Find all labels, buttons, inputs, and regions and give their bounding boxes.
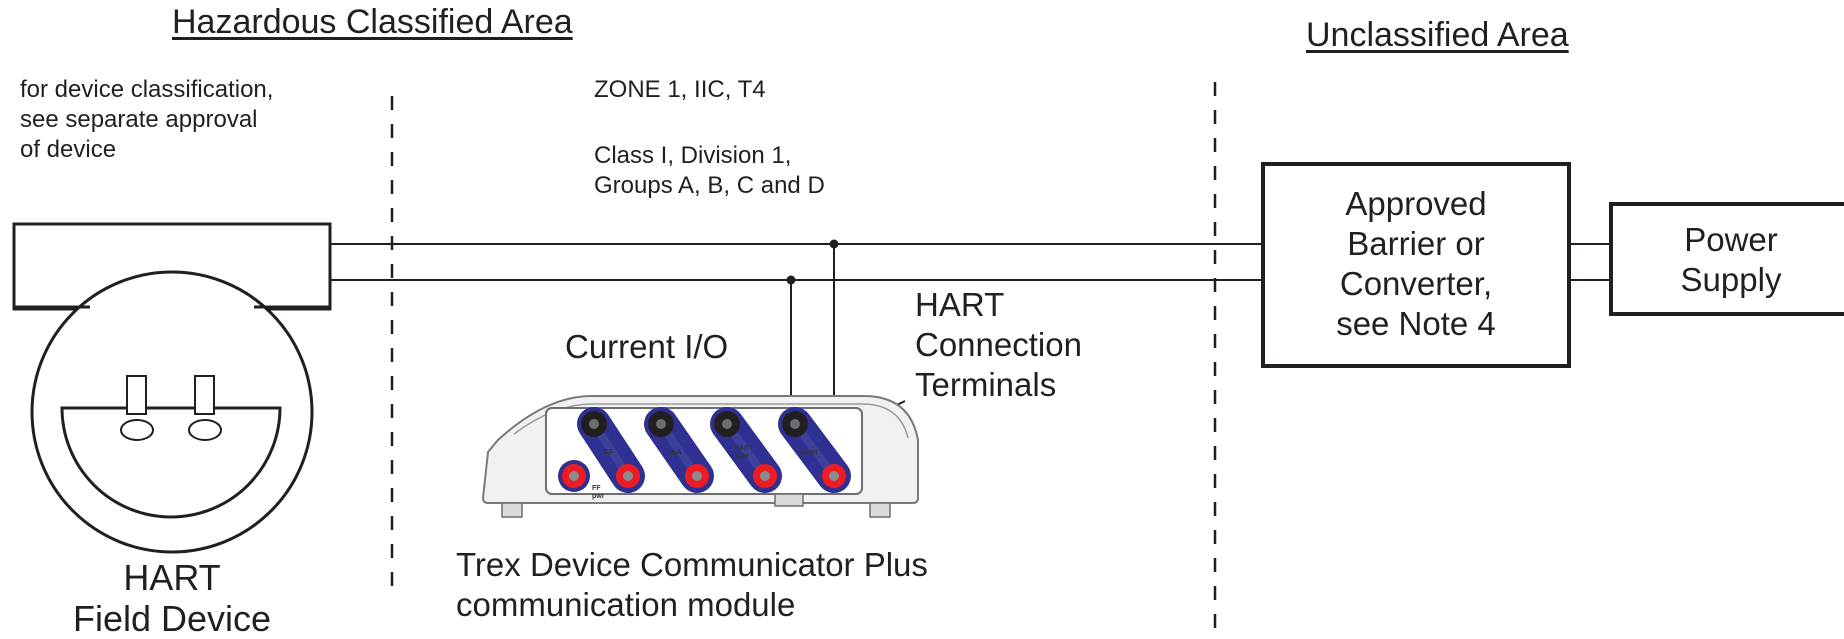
- label-line: Trex Device Communicator Plus: [456, 546, 928, 583]
- label-line: Converter,: [1339, 265, 1493, 302]
- terminal-center: [760, 471, 770, 481]
- label-line: HART: [915, 286, 1005, 323]
- label-line: Field Device: [72, 598, 272, 639]
- current-io-label: Current I/O: [565, 328, 729, 365]
- terminal-center: [829, 471, 839, 481]
- terminal-label-hart-pwr-1: HART: [734, 445, 754, 452]
- zone-rating: ZONE 1, IIC, T4: [594, 76, 766, 103]
- terminal-label-ff-pwr-1: FF: [592, 485, 601, 492]
- device-terminal-screw: [188, 419, 222, 441]
- module-foot: [501, 502, 523, 518]
- module-center-tab: [774, 493, 804, 507]
- junction-dot-upper: [829, 239, 839, 249]
- power-supply-label: Power Supply: [1611, 220, 1844, 300]
- note-line: see separate approval: [20, 106, 258, 133]
- label-line: Power: [1684, 221, 1778, 258]
- terminal-compartment: [60, 406, 282, 519]
- label-line: Supply: [1680, 261, 1782, 298]
- module-shell-edge: [513, 403, 909, 439]
- label-line: Approved: [1345, 185, 1487, 222]
- device-terminal-post: [126, 375, 147, 415]
- terminal-center: [790, 419, 800, 429]
- label-line: Barrier or: [1347, 225, 1485, 262]
- trex-communication-module: FF mA HART + pwr HART FF pwr: [481, 395, 919, 518]
- unclassified-area-title: Unclassified Area: [1306, 16, 1569, 54]
- power-supply-box: [1609, 202, 1844, 316]
- hart-field-device: [12, 222, 332, 554]
- module-foot: [869, 502, 891, 518]
- terminal-center: [656, 419, 666, 429]
- device-terminal-screw: [120, 419, 154, 441]
- hart-connection-terminals-label: HART Connection Terminals: [915, 285, 1082, 405]
- rating-line: Groups A, B, C and D: [594, 172, 825, 199]
- junction-dot-lower: [786, 275, 796, 285]
- terminal-center: [722, 419, 732, 429]
- terminal-center: [692, 471, 702, 481]
- field-device-label: HART Field Device: [62, 557, 282, 639]
- trex-module-label: Trex Device Communicator Plus communicat…: [456, 545, 928, 625]
- label-line: communication module: [456, 586, 796, 623]
- barrier-label: Approved Barrier or Converter, see Note …: [1263, 184, 1569, 344]
- label-line: see Note 4: [1336, 305, 1496, 342]
- note-line: of device: [20, 136, 117, 163]
- device-classification-note: for device classification, see separate …: [20, 75, 273, 165]
- note-line: for device classification,: [20, 76, 274, 103]
- class-division-rating: Class I, Division 1, Groups A, B, C and …: [594, 141, 825, 201]
- terminal-center: [623, 471, 633, 481]
- terminal-label-ff-pwr-2: pwr: [592, 493, 605, 500]
- device-terminal-post: [194, 375, 215, 415]
- approved-barrier-box: [1261, 162, 1571, 368]
- terminal-label-hart: HART: [799, 450, 819, 457]
- label-line: Terminals: [915, 366, 1057, 403]
- terminal-center: [569, 471, 579, 481]
- terminal-label-ma: mA: [669, 448, 682, 457]
- hazardous-area-title: Hazardous Classified Area: [172, 3, 573, 41]
- label-line: HART: [123, 557, 221, 598]
- rating-line: Class I, Division 1,: [594, 142, 792, 169]
- terminal-label-hart-pwr-2: + pwr: [730, 453, 749, 460]
- terminal-label-ff: FF: [604, 448, 614, 457]
- label-line: Connection: [915, 326, 1082, 363]
- terminal-center: [589, 419, 599, 429]
